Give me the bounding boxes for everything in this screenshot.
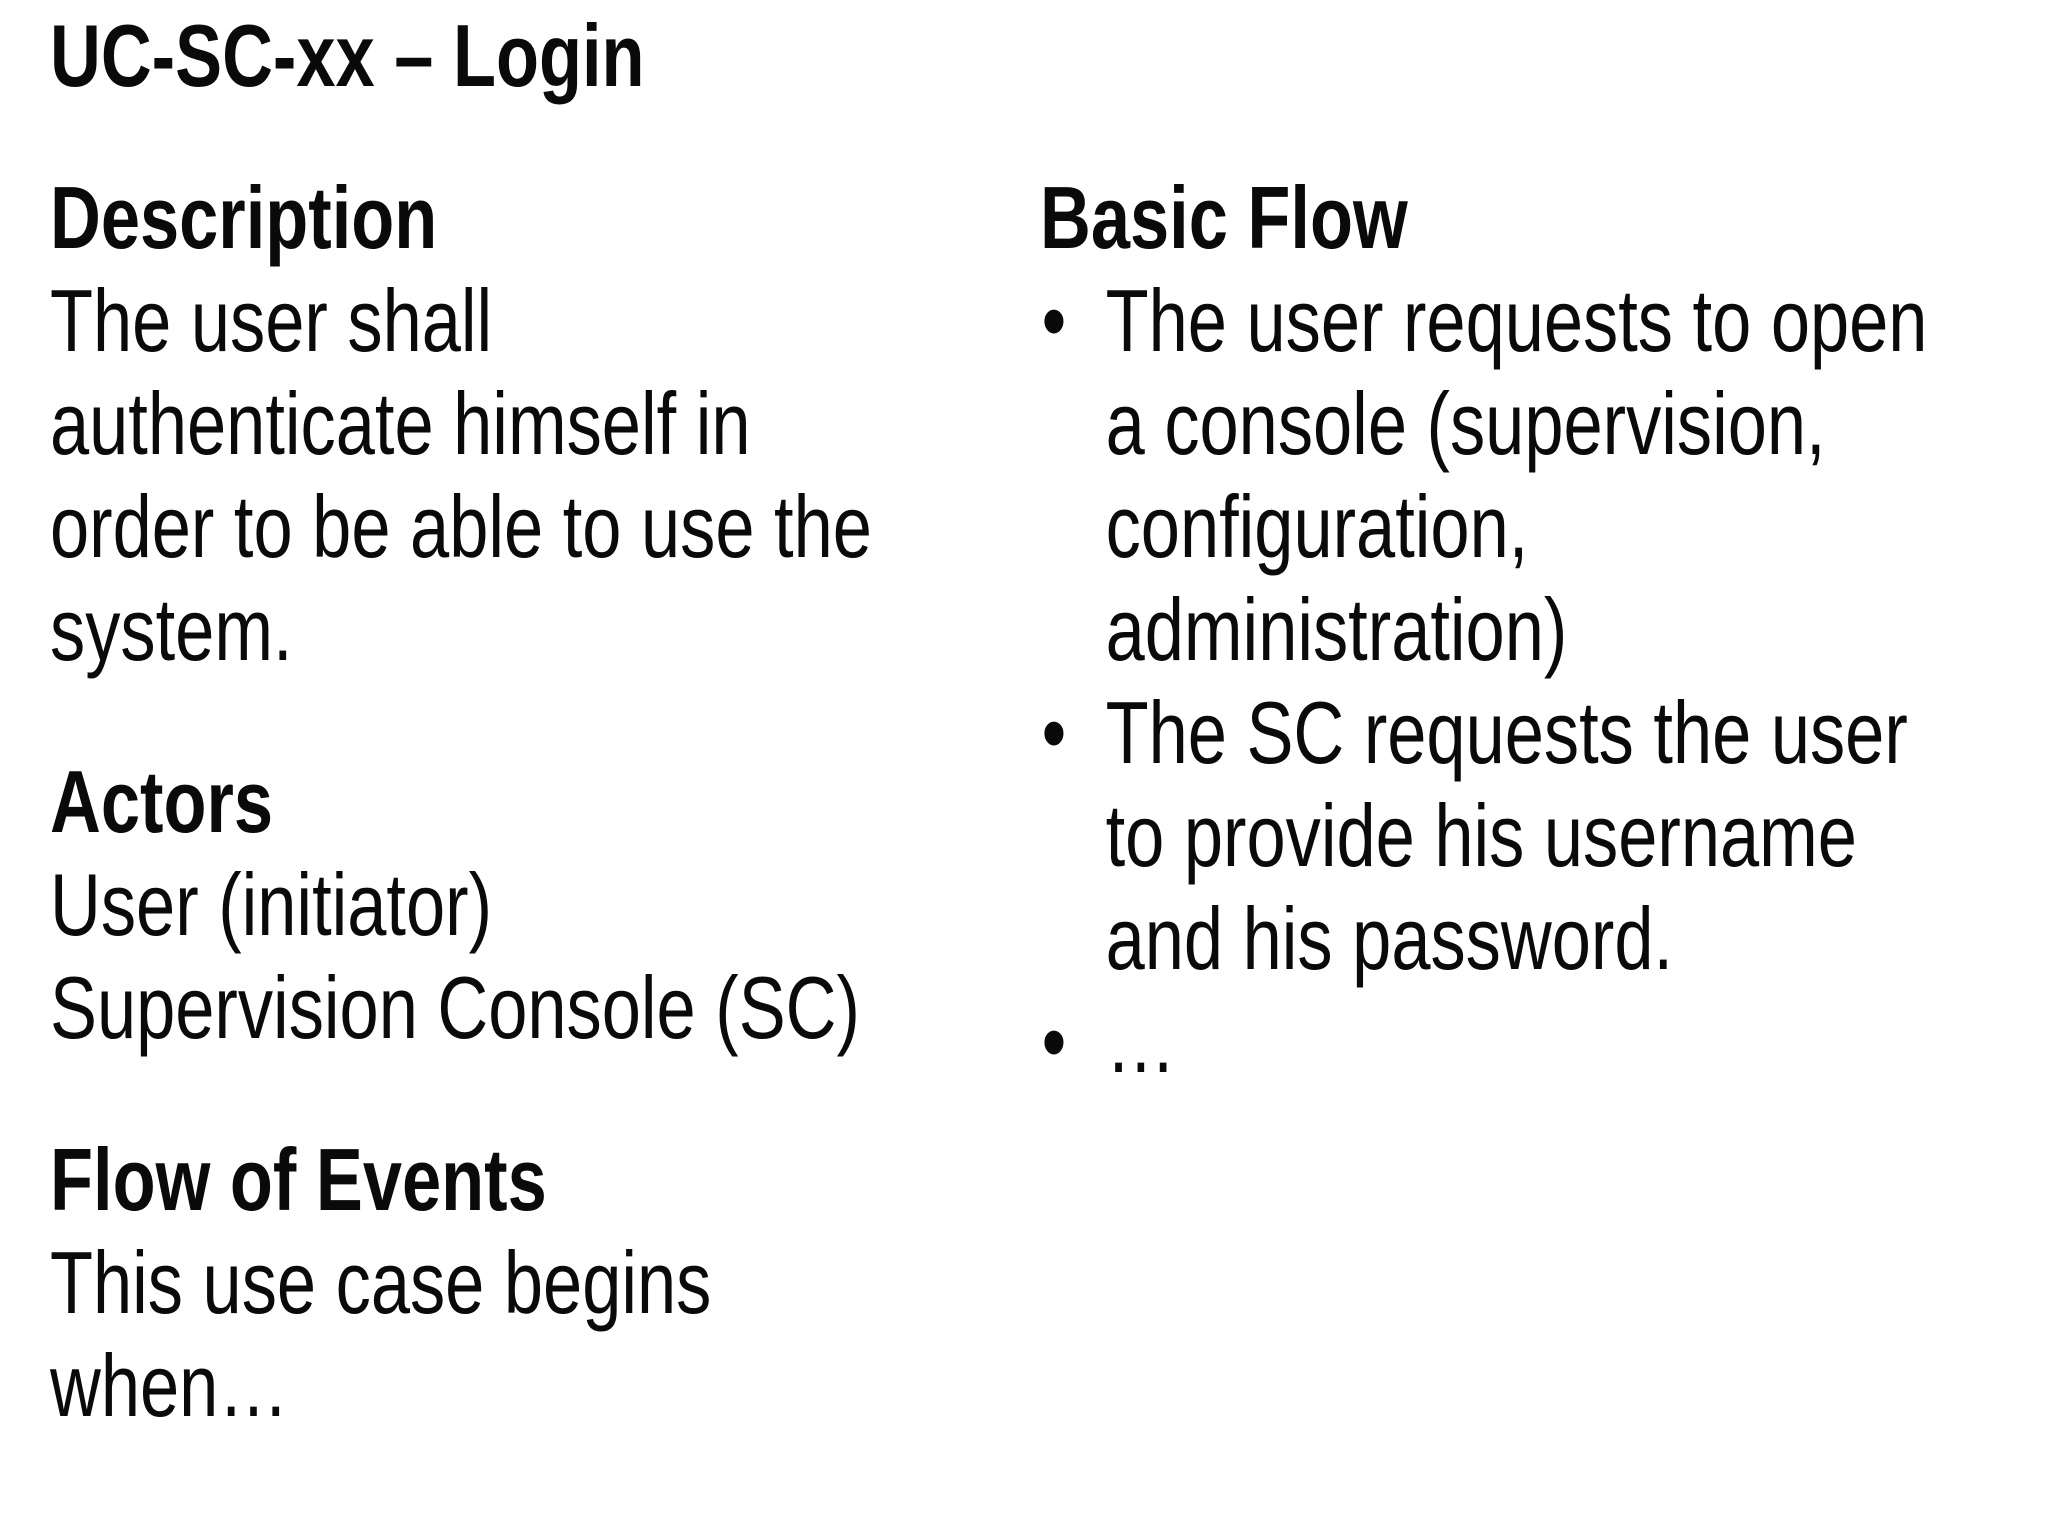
right-column: Basic Flow The user requests to open a c… [1040, 166, 2048, 1093]
basic-flow-heading: Basic Flow [1040, 168, 1408, 267]
flow-of-events-text: This use case begins when… [50, 1233, 712, 1435]
left-column: Description The user shall authenticate … [50, 166, 1310, 1437]
basic-flow-item: The user requests to open a console (sup… [1040, 269, 2048, 681]
section-actors: Actors User (initiator) Supervision Cons… [50, 750, 1058, 1059]
actors-text: User (initiator) Supervision Console (SC… [50, 855, 860, 1057]
section-description: Description The user shall authenticate … [50, 166, 1058, 681]
basic-flow-item: The SC requests the user to provide his … [1040, 681, 2048, 990]
description-heading: Description [50, 168, 438, 267]
basic-flow-item: … [1040, 990, 2048, 1093]
section-flow-of-events: Flow of Events This use case begins when… [50, 1128, 1058, 1437]
page-title: UC-SC-xx – Login [50, 6, 645, 105]
section-basic-flow: Basic Flow The user requests to open a c… [1040, 166, 2048, 1093]
basic-flow-list: The user requests to open a console (sup… [1040, 269, 2048, 1093]
actors-heading: Actors [50, 752, 273, 851]
flow-of-events-heading: Flow of Events [50, 1130, 547, 1229]
description-text: The user shall authenticate himself in o… [50, 271, 872, 679]
